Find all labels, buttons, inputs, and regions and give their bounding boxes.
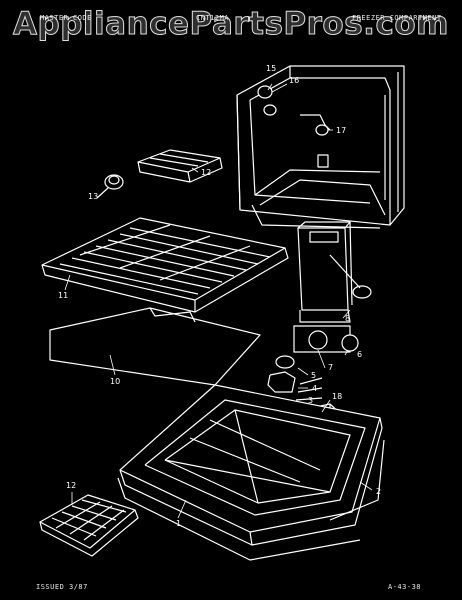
- part-13-shelf-bracket: [137, 149, 223, 183]
- header-section: FREEZER COMPARTMENT: [352, 14, 442, 22]
- callout-6: 6: [357, 350, 362, 359]
- callout-labels: 15 16 17 12 13 11 10 8 6 7 5 4 3 18 2 1 …: [58, 64, 381, 528]
- callout-12: 12: [66, 481, 76, 490]
- callout-2: 2: [376, 487, 381, 496]
- footer-issued: ISSUED 3/87: [36, 583, 88, 591]
- callout-15: 15: [266, 64, 276, 73]
- callout-5: 5: [311, 371, 316, 380]
- callout-4: 4: [312, 384, 317, 393]
- callout-10: 10: [110, 377, 120, 386]
- part-5-6-7-fan-assembly: [267, 325, 359, 401]
- part-15-16-17-hardware: [257, 85, 329, 136]
- callout-17: 17: [336, 126, 346, 135]
- part-11-wire-shelf: [41, 217, 289, 313]
- watermark-logo: AppliancePartsPros.com: [13, 6, 449, 43]
- callout-3: 3: [308, 396, 313, 405]
- part-1-2-freezer-floor: [117, 384, 385, 561]
- footer-code: A-43-38: [388, 583, 422, 591]
- callout-18: 18: [332, 392, 342, 401]
- header-model: CNT12MA: [196, 14, 230, 22]
- callout-16: 16: [289, 76, 299, 85]
- callout-14: 13: [88, 192, 98, 201]
- part-12-ice-tray: [39, 494, 139, 557]
- part-8-air-duct: [297, 221, 372, 323]
- freezer-cabinet: [236, 65, 405, 229]
- part-10-panel: [49, 307, 261, 386]
- callout-13: 12: [201, 168, 211, 177]
- callout-7: 7: [328, 363, 333, 372]
- part-14-knob: [96, 174, 124, 199]
- header-master-code: MASTER CODE: [40, 14, 92, 22]
- leader-lines: [64, 83, 373, 519]
- callout-11: 11: [58, 291, 68, 300]
- callout-1: 1: [176, 519, 181, 528]
- callout-8: 8: [345, 314, 350, 323]
